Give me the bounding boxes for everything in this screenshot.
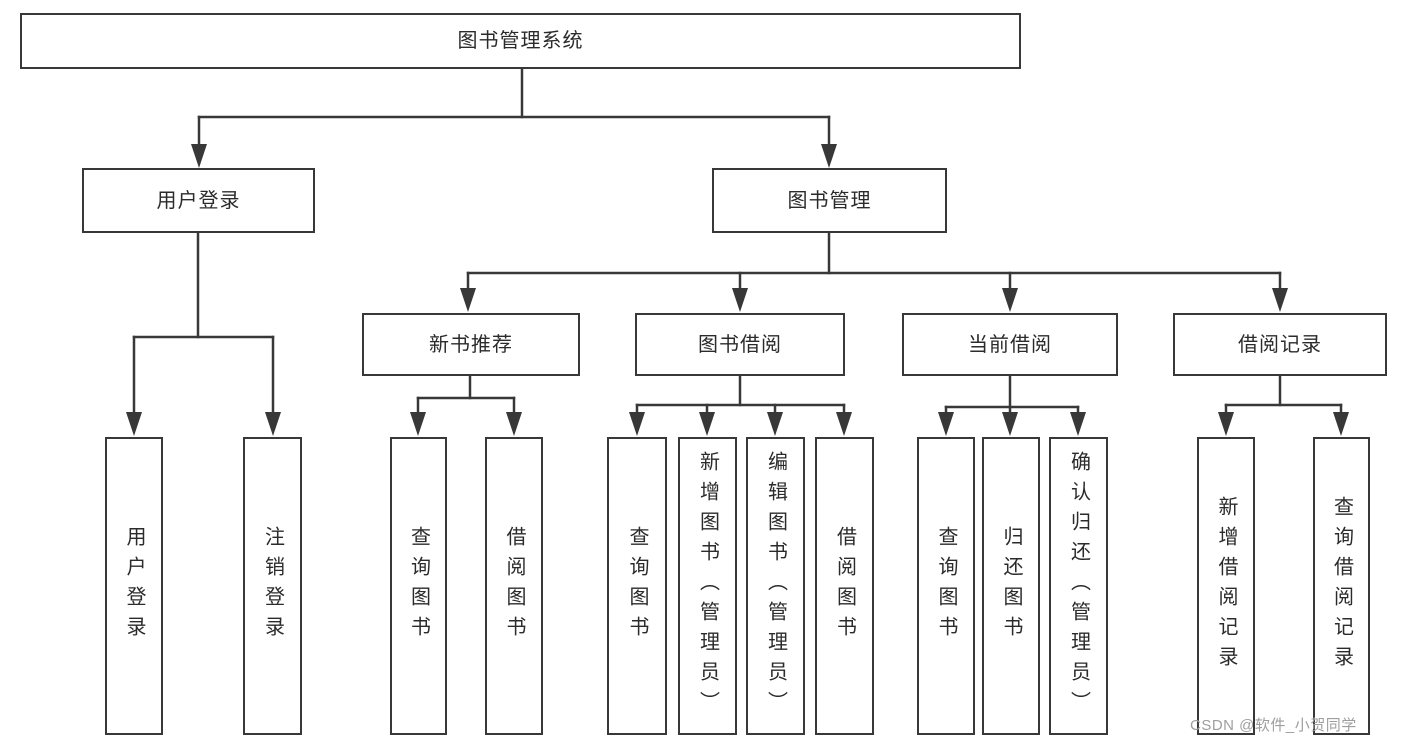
arrowhead-icon xyxy=(1002,412,1018,436)
arrowhead-icon xyxy=(836,412,852,436)
node-bb-add-book-admin: 新增图书（管理员） xyxy=(678,437,737,735)
node-cb-return-book: 归还图书 xyxy=(982,437,1040,735)
node-user-login: 用户登录 xyxy=(82,168,315,233)
node-bb-query-book: 查询图书 xyxy=(607,437,667,735)
arrowhead-icon xyxy=(629,412,645,436)
arrowhead-icon xyxy=(1002,288,1018,312)
arrowhead-icon xyxy=(506,412,522,436)
csdn-watermark: CSDN @软件_小贺同学 xyxy=(1190,717,1357,734)
arrowhead-icon xyxy=(265,412,281,436)
node-book-management: 图书管理 xyxy=(712,168,947,233)
node-ul-user-login: 用户登录 xyxy=(105,437,163,735)
node-br-add-record: 新增借阅记录 xyxy=(1197,437,1255,735)
node-borrow-records: 借阅记录 xyxy=(1173,313,1387,376)
node-cb-query-book: 查询图书 xyxy=(917,437,975,735)
node-bb-edit-book-admin: 编辑图书（管理员） xyxy=(746,437,805,735)
arrowhead-icon xyxy=(1218,412,1234,436)
arrowhead-icon xyxy=(410,412,426,436)
node-current-borrow: 当前借阅 xyxy=(902,313,1118,376)
node-nb-borrow-book: 借阅图书 xyxy=(485,437,543,735)
arrowhead-icon xyxy=(1272,288,1288,312)
arrowhead-icon xyxy=(821,144,837,168)
node-book-borrow: 图书借阅 xyxy=(635,313,845,376)
arrowhead-icon xyxy=(460,288,476,312)
arrowhead-icon xyxy=(126,412,142,436)
arrowhead-icon xyxy=(732,288,748,312)
arrowhead-icon xyxy=(699,412,715,436)
node-bb-borrow-book: 借阅图书 xyxy=(815,437,874,735)
node-cb-confirm-return-admin: 确认归还（管理员） xyxy=(1049,437,1108,735)
node-ul-logout: 注销登录 xyxy=(243,437,302,735)
node-new-book-recommend: 新书推荐 xyxy=(362,313,580,376)
node-br-query-record: 查询借阅记录 xyxy=(1313,437,1370,735)
node-root: 图书管理系统 xyxy=(20,13,1021,69)
arrowhead-icon xyxy=(767,412,783,436)
arrowhead-icon xyxy=(1333,412,1349,436)
arrowhead-icon xyxy=(938,412,954,436)
node-nb-query-book: 查询图书 xyxy=(390,437,447,735)
arrowhead-icon xyxy=(1070,412,1086,436)
arrowhead-icon xyxy=(191,144,207,168)
